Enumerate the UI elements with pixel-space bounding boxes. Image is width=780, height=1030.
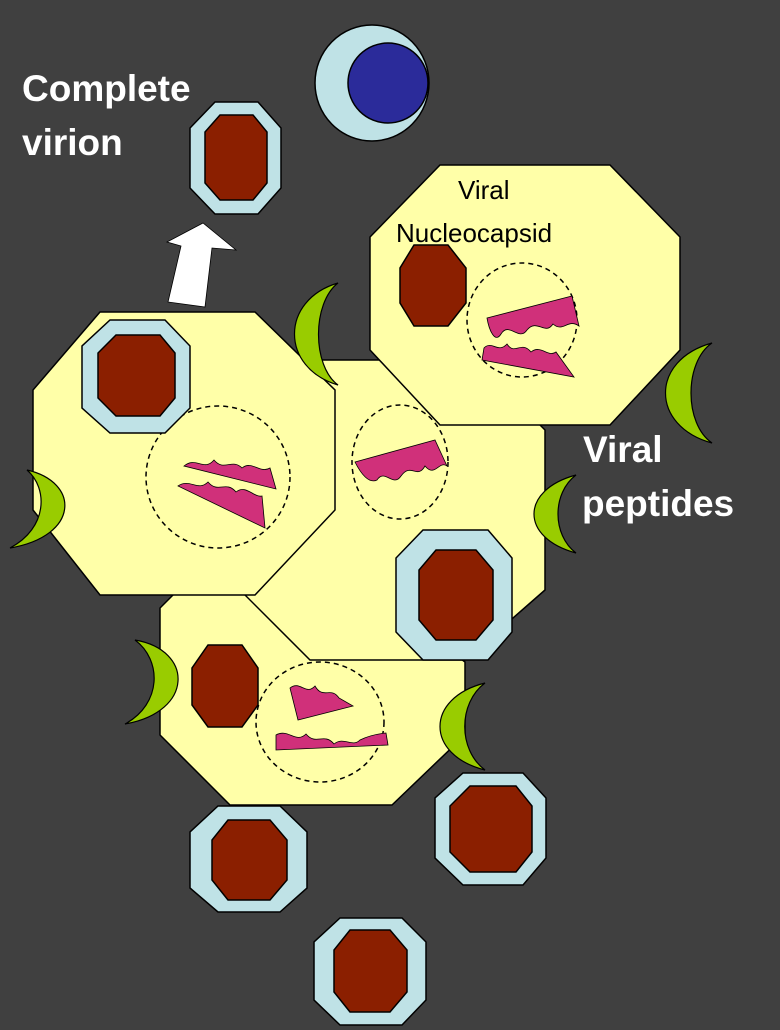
virion-released-right — [435, 773, 546, 885]
nucleocapsid-bottom — [192, 645, 258, 727]
label-viral-peptides-line1: Viral — [583, 429, 663, 470]
label-complete-virion-line1: Complete — [22, 68, 191, 109]
virion-released-bottom — [314, 918, 426, 1025]
virion-middle-cell — [396, 530, 512, 660]
virion-budding-left-cell — [82, 320, 190, 433]
complete-virion-released — [190, 102, 281, 214]
immune-cell-nucleus — [348, 43, 428, 123]
label-viral-nucleocapsid-line1: Viral — [458, 175, 510, 205]
label-viral-peptides-line2: peptides — [582, 483, 734, 524]
nucleocapsid-top-right — [400, 245, 466, 326]
label-viral-nucleocapsid-line2: Nucleocapsid — [396, 218, 552, 248]
label-complete-virion-line2: virion — [22, 122, 123, 163]
immune-cell — [315, 25, 429, 141]
virion-released-bottom-left — [190, 806, 307, 912]
